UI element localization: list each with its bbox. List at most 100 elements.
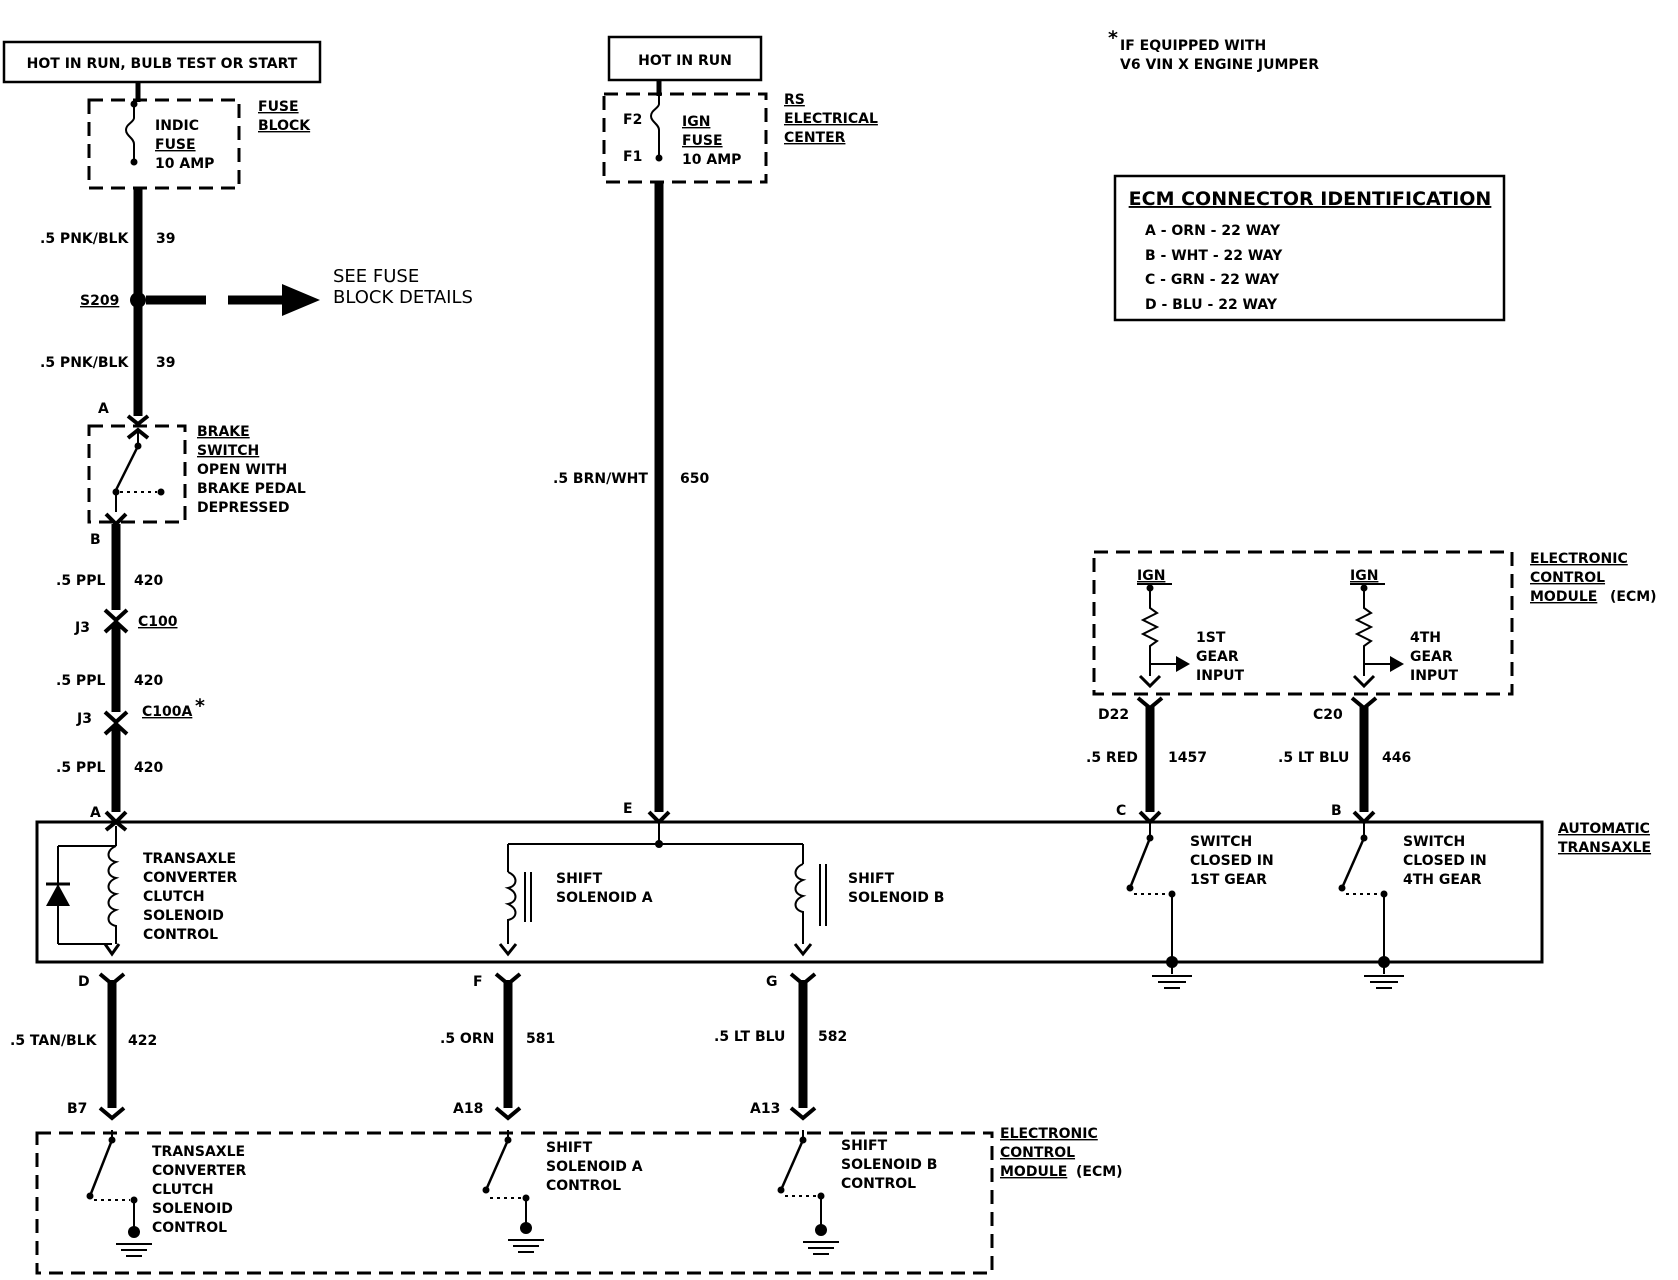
svg-text:CONTROL: CONTROL <box>143 927 218 943</box>
svg-text:HOT IN RUN, BULB TEST OR START: HOT IN RUN, BULB TEST OR START <box>27 56 298 72</box>
ecm-upper-module: ELECTRONIC CONTROL MODULE (ECM) <box>1092 550 1657 696</box>
svg-text:BRAKE: BRAKE <box>197 424 250 440</box>
wire-422: D .5 TAN/BLK 422 B7 <box>10 972 157 1121</box>
svg-text:J3: J3 <box>76 711 92 727</box>
ecm-4th-gear-input: IGN 4TH GEAR INPUT <box>1350 568 1459 689</box>
svg-text:A: A <box>90 805 101 821</box>
svg-text:RS: RS <box>784 92 805 108</box>
ecm-connector-id-box: ECM CONNECTOR IDENTIFICATION A - ORN - 2… <box>1113 174 1506 322</box>
svg-text:B: B <box>1331 803 1342 819</box>
svg-text:A13: A13 <box>750 1101 780 1117</box>
svg-text:CONTROL: CONTROL <box>841 1176 916 1192</box>
svg-text:.5 RED: .5 RED <box>1086 750 1138 766</box>
shift-solenoid-a: SHIFT SOLENOID A <box>498 822 803 957</box>
switch-1st-gear: SWITCH CLOSED IN 1ST GEAR <box>1126 822 1274 989</box>
svg-text:F: F <box>473 974 483 990</box>
svg-text:MODULE: MODULE <box>1530 589 1597 605</box>
svg-text:CONTROL: CONTROL <box>1000 1145 1075 1161</box>
source-hot-in-run: HOT IN RUN <box>607 35 763 82</box>
svg-text:BRAKE PEDAL: BRAKE PEDAL <box>197 481 306 497</box>
fuse-icon <box>649 96 660 158</box>
svg-text:ECM CONNECTOR IDENTIFICATION: ECM CONNECTOR IDENTIFICATION <box>1129 188 1492 210</box>
svg-text:SOLENOID: SOLENOID <box>152 1201 233 1217</box>
svg-text:.5 ORN: .5 ORN <box>440 1031 494 1047</box>
svg-text:C20: C20 <box>1313 707 1343 723</box>
ground-icon <box>1364 975 1404 989</box>
svg-text:ELECTRONIC: ELECTRONIC <box>1000 1126 1098 1142</box>
svg-text:B7: B7 <box>67 1101 87 1117</box>
svg-text:MODULE: MODULE <box>1000 1164 1067 1180</box>
svg-text:(ECM): (ECM) <box>1076 1164 1123 1180</box>
svg-text:V6 VIN X ENGINE JUMPER: V6 VIN X ENGINE JUMPER <box>1120 57 1319 73</box>
svg-text:GEAR: GEAR <box>1196 649 1239 665</box>
diode-icon <box>46 884 70 906</box>
svg-text:420: 420 <box>134 573 163 589</box>
svg-text:A18: A18 <box>453 1101 483 1117</box>
svg-text:D - BLU - 22 WAY: D - BLU - 22 WAY <box>1145 297 1278 313</box>
svg-text:FUSE: FUSE <box>682 133 723 149</box>
svg-text:SHIFT: SHIFT <box>848 871 895 887</box>
connector-c100: J3 C100 <box>74 608 178 636</box>
svg-text:GEAR: GEAR <box>1410 649 1453 665</box>
wire-1457: D22 .5 RED 1457 C <box>1086 696 1207 825</box>
svg-text:ELECTRICAL: ELECTRICAL <box>784 111 878 127</box>
svg-text:SOLENOID A: SOLENOID A <box>556 890 653 906</box>
svg-text:SOLENOID: SOLENOID <box>143 908 224 924</box>
svg-text:D: D <box>78 974 90 990</box>
ground-icon <box>508 1239 544 1253</box>
svg-text:SHIFT: SHIFT <box>556 871 603 887</box>
svg-text:OPEN WITH: OPEN WITH <box>197 462 287 478</box>
brake-switch: A B BRAKE SWITCH OPEN WITH BRAKE PEDAL D… <box>87 401 306 548</box>
wire-420-upper: .5 PPL 420 <box>56 524 163 610</box>
wire-420-lower: .5 PPL 420 <box>56 726 163 825</box>
svg-text:F1: F1 <box>623 149 642 165</box>
wire-39-lower: .5 PNK/BLK 39 <box>40 300 175 427</box>
ground-icon <box>1152 975 1192 989</box>
svg-text:A - ORN - 22 WAY: A - ORN - 22 WAY <box>1145 223 1281 239</box>
svg-text:FUSE: FUSE <box>258 99 299 115</box>
svg-text:D22: D22 <box>1098 707 1129 723</box>
svg-text:.5 PPL: .5 PPL <box>56 760 105 776</box>
source-hot-run-bulb-start: HOT IN RUN, BULB TEST OR START <box>2 40 322 84</box>
svg-text:.5 PPL: .5 PPL <box>56 573 105 589</box>
ecm-1st-gear-input: IGN 1ST GEAR INPUT <box>1137 568 1245 689</box>
svg-text:J3: J3 <box>74 620 90 636</box>
svg-text:IGN: IGN <box>1350 568 1378 584</box>
svg-text:4TH: 4TH <box>1410 630 1441 646</box>
svg-text:420: 420 <box>134 673 163 689</box>
svg-text:1ST GEAR: 1ST GEAR <box>1190 872 1267 888</box>
svg-text:.5 PPL: .5 PPL <box>56 673 105 689</box>
svg-text:10 AMP: 10 AMP <box>682 152 741 168</box>
svg-text:BLOCK DETAILS: BLOCK DETAILS <box>333 287 473 308</box>
svg-text:DEPRESSED: DEPRESSED <box>197 500 290 516</box>
svg-text:F2: F2 <box>623 112 642 128</box>
svg-text:*: * <box>1108 27 1118 49</box>
svg-text:.5 PNK/BLK: .5 PNK/BLK <box>40 355 129 371</box>
svg-text:CENTER: CENTER <box>784 130 846 146</box>
svg-text:C100: C100 <box>138 614 178 630</box>
svg-text:SWITCH: SWITCH <box>1403 834 1465 850</box>
svg-text:TRANSAXLE: TRANSAXLE <box>143 851 236 867</box>
ground-icon <box>803 1241 839 1255</box>
svg-text:INDIC: INDIC <box>155 118 199 134</box>
coil-icon <box>107 845 120 944</box>
svg-text:CONTROL: CONTROL <box>546 1178 621 1194</box>
svg-text:TRANSAXLE: TRANSAXLE <box>1558 840 1651 856</box>
svg-text:CLOSED IN: CLOSED IN <box>1190 853 1274 869</box>
automatic-transaxle: AUTOMATIC TRANSAXLE A E <box>35 801 1651 964</box>
svg-text:582: 582 <box>818 1029 847 1045</box>
svg-text:CLOSED IN: CLOSED IN <box>1403 853 1487 869</box>
svg-text:CONTROL: CONTROL <box>152 1220 227 1236</box>
svg-text:ELECTRONIC: ELECTRONIC <box>1530 551 1628 567</box>
svg-text:TRANSAXLE: TRANSAXLE <box>152 1144 245 1160</box>
svg-text:AUTOMATIC: AUTOMATIC <box>1558 821 1650 837</box>
coil-icon <box>504 871 517 944</box>
svg-text:10 AMP: 10 AMP <box>155 156 214 172</box>
svg-text:INPUT: INPUT <box>1196 668 1245 684</box>
svg-text:INPUT: INPUT <box>1410 668 1459 684</box>
resistor-icon <box>1354 588 1374 676</box>
wire-446: C20 .5 LT BLU 446 B <box>1278 696 1411 825</box>
svg-text:A: A <box>98 401 109 417</box>
svg-text:SOLENOID B: SOLENOID B <box>841 1157 937 1173</box>
ecm-lower-module: ELECTRONIC CONTROL MODULE (ECM) <box>35 1126 1123 1275</box>
